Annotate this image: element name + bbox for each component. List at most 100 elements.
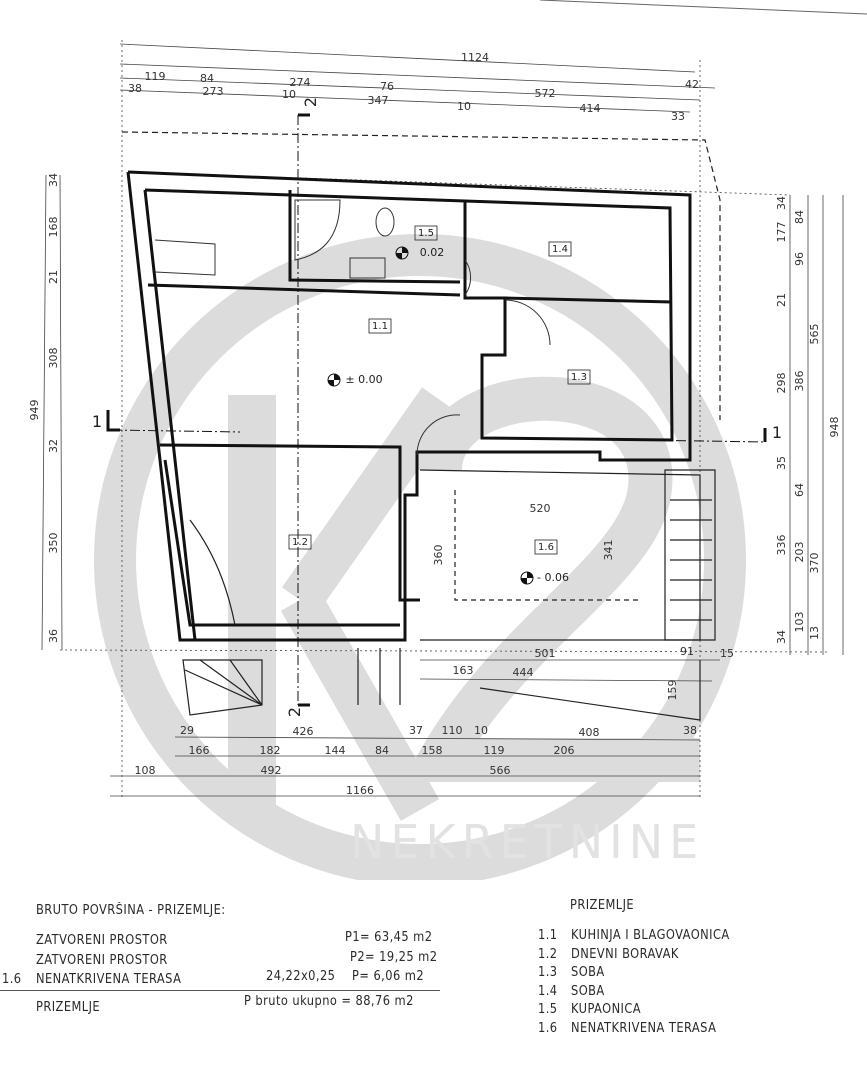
dimension-label: 168 [47, 217, 60, 238]
level-label: - 0.06 [537, 571, 569, 584]
legend-item-name: SOBA [571, 965, 605, 980]
section-marker-label: 2 [301, 97, 320, 107]
dimension-label: 501 [535, 647, 556, 660]
dimension-label: 64 [793, 483, 806, 497]
dimension-label: 492 [261, 764, 282, 777]
dimension-label: 119 [145, 70, 166, 83]
dimension-label: 84 [200, 72, 214, 85]
area-row-value: P2= 19,25 m2 [350, 950, 438, 965]
dimension-label: 341 [602, 540, 615, 561]
area-row-value: P= 6,06 m2 [352, 969, 425, 984]
level-label: 0.02 [420, 246, 445, 259]
dimension-label: 21 [775, 293, 788, 307]
legend-item-number: 1.3 [538, 965, 558, 980]
legend-item-name: KUHINJA I BLAGOVAONICA [571, 928, 730, 943]
room-tag-box [368, 318, 392, 334]
dimension-label: 10 [282, 88, 296, 101]
dimension-label: 84 [375, 744, 389, 757]
dimension-label: 10 [474, 724, 488, 737]
level-marker-icon [395, 246, 409, 260]
dimension-label: 158 [422, 744, 443, 757]
dimension-label: 10 [457, 100, 471, 113]
dimension-label: 1166 [346, 784, 374, 797]
legend-item-number: 1.5 [538, 1002, 558, 1017]
walls [126, 170, 692, 642]
legend-item-number: 1.6 [538, 1020, 558, 1036]
dimension-label: 34 [775, 196, 788, 210]
dimension-label: 274 [290, 76, 311, 89]
dimension-label: 565 [808, 324, 821, 345]
dimension-label: 350 [47, 533, 60, 554]
dimension-label: 144 [325, 744, 346, 757]
fixtures [154, 199, 551, 456]
dimension-label: 96 [793, 252, 806, 266]
dimension-label: 370 [808, 553, 821, 574]
legend-item-name: KUPAONICA [571, 1002, 642, 1017]
dimension-label: 520 [530, 502, 551, 515]
room-number: 1.5 [418, 228, 434, 239]
area-row-label: ZATVORENI PROSTOR [36, 933, 168, 948]
dimension-label: 76 [380, 80, 394, 93]
room-tag-box [534, 539, 558, 555]
dimension-label: 34 [47, 173, 60, 187]
section-lines [106, 113, 767, 707]
dimension-label: 360 [432, 545, 445, 566]
dimension-label: 166 [189, 744, 210, 757]
watermark-logo [94, 234, 746, 880]
floor-plan: NEKRETNINE [28, 0, 867, 880]
dimension-label: 426 [293, 725, 314, 738]
dimension-label: 38 [128, 82, 142, 95]
room-tag-box [288, 534, 312, 550]
room-number: 1.6 [538, 542, 554, 553]
dimension-label: 15 [720, 647, 734, 660]
dimension-label: 103 [793, 612, 806, 633]
area-row-calc: 24,22x0,25 [266, 969, 336, 984]
legend-item-name: NENATKRIVENA TERASA [571, 1020, 717, 1036]
dimension-label: 163 [453, 664, 474, 677]
area-table-divider [0, 990, 440, 991]
dimension-label: 119 [484, 744, 505, 757]
dimension-label: 33 [671, 110, 685, 123]
dimension-label: 1124 [461, 51, 489, 64]
dimension-label: 444 [513, 666, 534, 679]
dimension-label: 36 [47, 629, 60, 643]
dimension-label: 177 [775, 222, 788, 243]
dimension-label: 37 [409, 724, 423, 737]
room-tag-box [414, 225, 438, 241]
legend-item-name: SOBA [571, 983, 605, 999]
legend-item-number: 1.1 [538, 928, 558, 943]
room-tag-box [548, 241, 572, 257]
area-row-value: P1= 63,45 m2 [345, 930, 433, 945]
sheet-border [539, 0, 867, 15]
dimension-label: 949 [28, 400, 41, 421]
dimension-label: 298 [775, 373, 788, 394]
legend-title: PRIZEMLJE [570, 898, 635, 913]
room-number: 1.4 [552, 244, 568, 255]
dimension-label: 159 [666, 680, 679, 701]
dimension-label: 34 [775, 630, 788, 644]
dimension-label: 91 [680, 645, 694, 658]
section-marker-label: 1 [92, 412, 102, 431]
dimension-label: 414 [580, 102, 601, 115]
section-marker-label: 1 [772, 423, 782, 442]
dimension-label: 347 [368, 94, 389, 107]
dimension-label: 566 [490, 764, 511, 777]
legend-item-number: 1.4 [538, 983, 558, 999]
dimension-label: 84 [793, 210, 806, 224]
dimension-label: 336 [775, 535, 788, 556]
level-marker-icon [520, 571, 534, 585]
area-total-label: PRIZEMLJE [36, 1000, 101, 1015]
area-row-label: NENATKRIVENA TERASA [36, 972, 182, 987]
dimension-label: 35 [775, 456, 788, 470]
area-total-value: P bruto ukupno = 88,76 m2 [244, 994, 414, 1009]
dimension-label: 32 [47, 439, 60, 453]
area-row-num: 1.6 [2, 972, 22, 987]
dimension-label: 948 [828, 417, 841, 438]
dimension-label: 42 [685, 78, 699, 91]
dimension-label: 206 [554, 744, 575, 757]
dimension-label: 308 [47, 348, 60, 369]
level-label: ± 0.00 [345, 373, 382, 386]
level-marker-icon [327, 373, 341, 387]
room-number: 1.1 [372, 321, 388, 332]
dimension-label: 572 [535, 87, 556, 100]
